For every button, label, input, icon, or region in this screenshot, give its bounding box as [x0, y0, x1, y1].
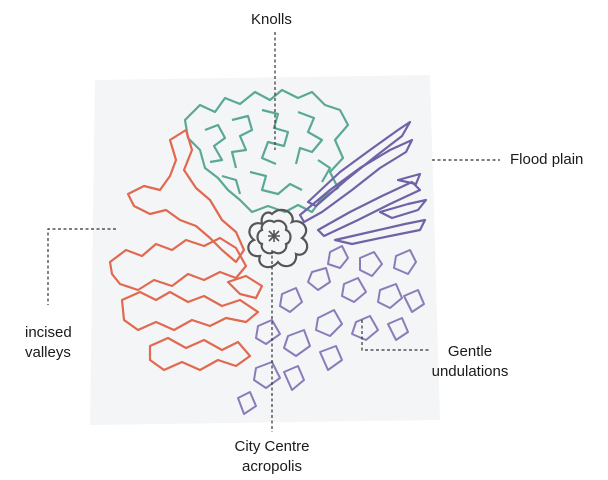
incised-valleys-label-line2: valleys — [25, 343, 71, 362]
city-centre-label-line1: City Centre — [220, 437, 324, 456]
knolls-label: Knolls — [251, 10, 292, 29]
background-area — [90, 75, 440, 425]
gentle-undulations-label-line1: Gentle — [430, 342, 510, 361]
flood-plain-label: Flood plain — [510, 150, 583, 169]
gentle-undulations-label-line2: undulations — [426, 362, 514, 381]
city-centre-label-line2: acropolis — [220, 457, 324, 476]
incised-valleys-label-line1: incised — [25, 323, 72, 342]
